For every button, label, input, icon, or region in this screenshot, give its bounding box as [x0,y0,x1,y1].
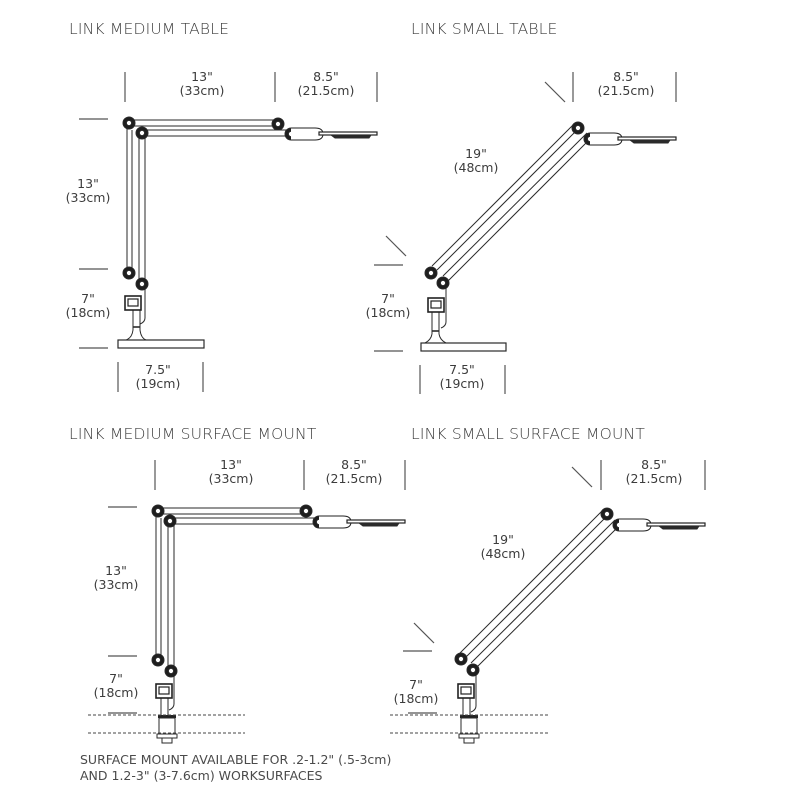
dim-cm: (19cm) [439,376,485,391]
dim-cm: (21.5cm) [325,471,383,486]
dim-cm: (33cm) [65,190,111,205]
dim-inches: 8.5" [641,457,667,472]
dim-cm: (18cm) [365,305,411,320]
dim-inches: 13" [220,457,242,472]
title-medium-surface-mount: LINK MEDIUM SURFACE MOUNT [69,425,317,443]
title-small-table: LINK SMALL TABLE [411,20,558,38]
title-small-surface-mount: LINK SMALL SURFACE MOUNT [411,425,646,443]
dim-cm: (33cm) [93,577,139,592]
dim-base-width-medium-table: 7.5" (19cm) [136,363,181,391]
dim-inches: 7.5" [145,362,171,377]
dim-cm: (18cm) [65,305,111,320]
dim-inches: 7" [381,291,395,306]
title-medium-table: LINK MEDIUM TABLE [69,20,230,38]
dim-base-height-small-table: 7" (18cm) [366,292,411,320]
dim-arm-top-medium-table: 13" (33cm) [180,70,225,98]
dim-inches: 7" [409,677,423,692]
dim-head-medium-table: 8.5" (21.5cm) [298,70,355,98]
drawing-small-table [374,72,677,394]
dim-arm-vertical-medium-table: 13" (33cm) [66,177,111,205]
dim-cm: (18cm) [93,685,139,700]
dim-cm: (33cm) [208,471,254,486]
dim-inches: 7" [81,291,95,306]
dim-inches: 13" [77,176,99,191]
dim-cm: (21.5cm) [597,83,655,98]
dim-arm-diagonal-small-table: 19" (48cm) [454,147,499,175]
dim-cm: (48cm) [453,160,499,175]
dim-base-height-medium-surface-mount: 7" (18cm) [94,672,139,700]
dim-cm: (33cm) [179,83,225,98]
dim-head-medium-surface-mount: 8.5" (21.5cm) [326,458,383,486]
dim-inches: 8.5" [613,69,639,84]
dim-inches: 8.5" [313,69,339,84]
footnote-line-2: AND 1.2-3" (3-7.6cm) WORKSURFACES [80,768,323,783]
footnote-line-1: SURFACE MOUNT AVAILABLE FOR .2-1.2" (.5-… [80,752,392,767]
drawing-medium-table [79,72,378,392]
dim-cm: (21.5cm) [297,83,355,98]
dim-head-small-table: 8.5" (21.5cm) [598,70,655,98]
dim-inches: 19" [465,146,487,161]
dim-inches: 13" [191,69,213,84]
dim-arm-top-medium-surface-mount: 13" (33cm) [209,458,254,486]
dim-cm: (18cm) [393,691,439,706]
dim-arm-vertical-medium-surface-mount: 13" (33cm) [94,564,139,592]
dim-cm: (48cm) [480,546,526,561]
surface-mount-footnote: SURFACE MOUNT AVAILABLE FOR .2-1.2" (.5-… [80,752,391,784]
dim-inches: 19" [492,532,514,547]
dim-head-small-surface-mount: 8.5" (21.5cm) [626,458,683,486]
dim-cm: (19cm) [135,376,181,391]
dim-inches: 13" [105,563,127,578]
dim-inches: 8.5" [341,457,367,472]
dim-cm: (21.5cm) [625,471,683,486]
dim-base-width-small-table: 7.5" (19cm) [440,363,485,391]
dim-base-height-medium-table: 7" (18cm) [66,292,111,320]
dim-inches: 7.5" [449,362,475,377]
dim-arm-diagonal-small-surface-mount: 19" (48cm) [481,533,526,561]
drawing-medium-surface-mount [88,460,406,744]
drawing-small-surface-mount [390,460,706,744]
dim-base-height-small-surface-mount: 7" (18cm) [394,678,439,706]
dim-inches: 7" [109,671,123,686]
